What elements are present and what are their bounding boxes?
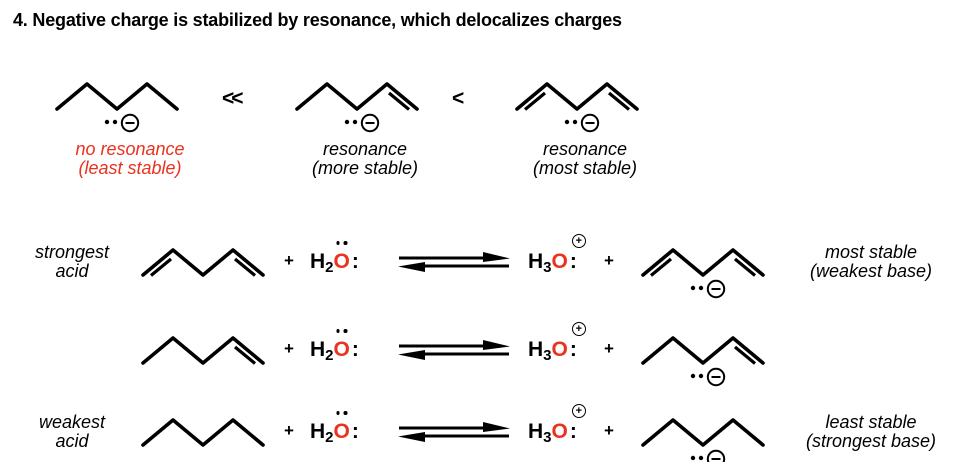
h2o-h: H (310, 250, 326, 273)
lone-pair-colon: : (351, 420, 359, 443)
h2o-o: O (333, 420, 350, 443)
hydronium-formula: H3 +O: (528, 404, 586, 450)
negative-charge-icon (706, 449, 726, 462)
much-less-than-symbol: << (222, 87, 243, 110)
negative-charge-icon (706, 279, 726, 299)
negative-charge-icon (360, 113, 380, 133)
plus-sign: + (284, 421, 294, 440)
h2o-o: O (333, 250, 350, 273)
less-than-symbol: < (452, 87, 464, 110)
row1-right-caption: most stable (weakest base) (778, 243, 964, 281)
h3o-o: O (551, 420, 568, 443)
h3o-h: H (528, 250, 544, 273)
equilibrium-arrows-icon (398, 340, 510, 360)
lone-pair-dots-icon (336, 411, 348, 415)
h3o-subscript: 3 (543, 259, 552, 276)
negative-charge-icon (580, 113, 600, 133)
caption-line: acid (55, 261, 89, 281)
lone-pair-colon: : (351, 250, 359, 273)
h2o-subscript: 2 (325, 429, 334, 446)
h3o-subscript: 3 (543, 429, 552, 446)
caption-line: (weakest base) (809, 261, 933, 281)
caption-resonance-most-stable: resonance (most stable) (490, 140, 680, 178)
caption-line: no resonance (75, 139, 185, 159)
row1-left-caption: strongest acid (16, 243, 128, 281)
caption-resonance-more-stable: resonance (more stable) (270, 140, 460, 178)
comparison-structure-pentadienyl-anion (512, 76, 642, 140)
hydronium-formula: H3 +O: (528, 234, 586, 280)
caption-line: (least stable) (78, 158, 182, 178)
lone-pair-dots-icon (690, 455, 704, 461)
row3-product-structure (638, 412, 768, 462)
lone-pair-dots-icon (104, 119, 118, 125)
caption-line: (more stable) (311, 158, 419, 178)
h2o-o: O (333, 338, 350, 361)
h3o-subscript: 3 (543, 347, 552, 364)
h2o-subscript: 2 (325, 259, 334, 276)
plus-sign: + (604, 251, 614, 270)
plus-sign: + (604, 339, 614, 358)
lone-pair-dots-icon (336, 329, 348, 333)
row1-product-structure (638, 242, 768, 306)
lone-pair-colon: : (569, 250, 577, 273)
lone-pair-colon: : (351, 338, 359, 361)
equilibrium-arrows-icon (398, 252, 510, 272)
positive-charge-icon: + (571, 234, 586, 248)
caption-line: (most stable) (532, 158, 638, 178)
plus-sign: + (604, 421, 614, 440)
lone-pair-colon: : (569, 420, 577, 443)
h2o-h: H (310, 420, 326, 443)
row3-reactant-structure (138, 412, 268, 452)
h3o-o: O (551, 250, 568, 273)
hydronium-formula: H3 +O: (528, 322, 586, 368)
lone-pair-dots-icon (564, 119, 578, 125)
comparison-structure-pentenyl-anion (292, 76, 422, 140)
lone-pair-dots-icon (344, 119, 358, 125)
row2-reactant-structure (138, 330, 268, 370)
positive-charge-icon: + (571, 404, 586, 418)
lone-pair-dots-icon (336, 241, 348, 245)
h2o-subscript: 2 (325, 347, 334, 364)
positive-charge-icon: + (571, 322, 586, 336)
lone-pair-dots-icon (690, 373, 704, 379)
figure-title: 4. Negative charge is stabilized by reso… (13, 10, 622, 30)
lone-pair-colon: : (569, 338, 577, 361)
h3o-h: H (528, 338, 544, 361)
caption-line: (strongest base) (805, 431, 937, 451)
h3o-h: H (528, 420, 544, 443)
negative-charge-icon (120, 113, 140, 133)
comparison-structure-pentyl-anion (52, 76, 182, 140)
plus-sign: + (284, 251, 294, 270)
row3-left-caption: weakest acid (16, 413, 128, 451)
row2-product-structure (638, 330, 768, 394)
caption-line: resonance (322, 139, 408, 159)
h2o-h: H (310, 338, 326, 361)
plus-sign: + (284, 339, 294, 358)
caption-line: weakest (38, 412, 106, 432)
row1-reactant-structure (138, 242, 268, 282)
lone-pair-dots-icon (690, 285, 704, 291)
caption-line: least stable (825, 412, 917, 432)
caption-line: strongest (34, 242, 110, 262)
negative-charge-icon (706, 367, 726, 387)
caption-line: resonance (542, 139, 628, 159)
caption-line: acid (55, 431, 89, 451)
row3-right-caption: least stable (strongest base) (778, 413, 964, 451)
equilibrium-arrows-icon (398, 422, 510, 442)
caption-line: most stable (824, 242, 918, 262)
caption-no-resonance: no resonance (least stable) (35, 140, 225, 178)
h3o-o: O (551, 338, 568, 361)
